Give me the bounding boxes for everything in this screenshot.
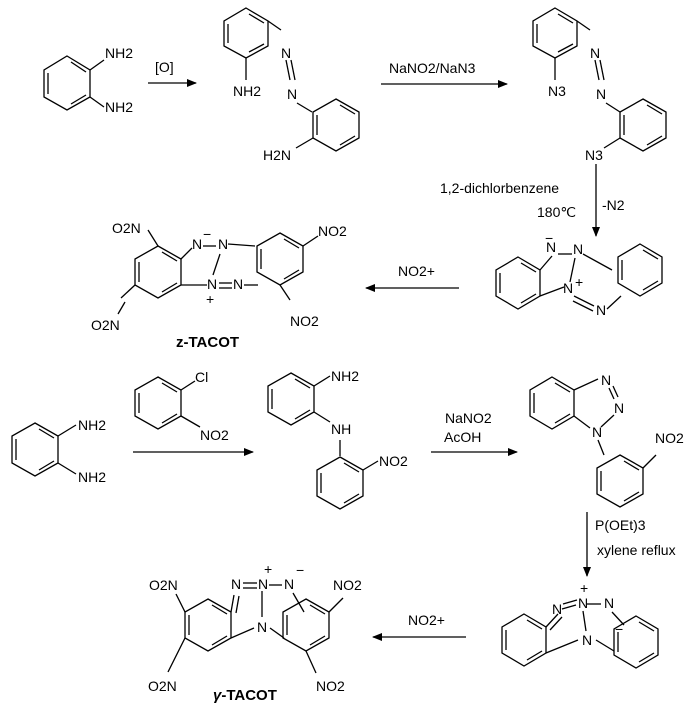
chloro-label: Cl (195, 369, 208, 385)
o-phenylenediamine-bottom: NH2 NH2 (11, 417, 106, 485)
azo-n-label: N (596, 86, 606, 102)
gamma-tacot-name: γ-TACOT (213, 687, 277, 704)
phosphite-condition: P(OEt)3 (595, 517, 646, 533)
ring-n-label: N (284, 576, 294, 592)
diazotization-arrow: NaNO2 AcOH (431, 410, 518, 456)
solvent-condition: 1,2-dichlorbenzene (440, 180, 559, 196)
nitro-label: O2N (112, 220, 141, 236)
nitro-label: O2N (148, 678, 177, 694)
azidation-arrow: NaNO2/NaN3 (381, 60, 508, 88)
ring-n-label: N (563, 280, 573, 296)
nitration-condition: NO2+ (398, 263, 435, 279)
ring-n-label: N (578, 595, 588, 611)
nitro-label: NO2 (655, 430, 684, 446)
negative-charge: − (545, 230, 553, 246)
nitration-arrow-top: NO2+ (365, 263, 459, 292)
nitration-arrow-bottom: NO2+ (372, 612, 466, 641)
diazotization-acid: AcOH (444, 429, 481, 445)
ring-n-label: N (582, 632, 592, 648)
gamma-symbol: γ (213, 687, 223, 704)
tacot-parent-z: N − N + N N (495, 230, 663, 318)
triazole-n-label: N (601, 372, 611, 388)
nitro-label: NO2 (318, 223, 347, 239)
amine-label: NH2 (105, 45, 133, 61)
z-tacot-name: z-TACOT (176, 334, 239, 351)
positive-charge: + (264, 561, 272, 577)
ring-n-label: N (233, 276, 243, 292)
ring-n-label: N (604, 595, 614, 611)
nitrogen-loss-condition: -N2 (602, 197, 625, 213)
amine-label: NH2 (78, 469, 106, 485)
nitro-label: NO2 (316, 678, 345, 694)
z-tacot: O2N O2N N − N N + N NO2 NO2 z-TACOT (91, 220, 347, 351)
ring-n-label: N (546, 239, 556, 255)
nitro-label: NO2 (379, 453, 408, 469)
ring-n-label: N (218, 236, 228, 252)
positive-charge: + (206, 291, 214, 307)
azide-label: N3 (585, 147, 603, 163)
gamma-tacot-suffix: -TACOT (221, 687, 277, 704)
cyclization-arrow: P(OEt)3 xylene reflux (583, 512, 676, 577)
azidation-condition: NaNO2/NaN3 (389, 60, 476, 76)
ring-n-label: N (231, 576, 241, 592)
chloronitrobenzene: Cl NO2 (134, 369, 229, 443)
azo-n-label: N (590, 45, 600, 61)
diazotization-reagent: NaNO2 (445, 410, 492, 426)
negative-charge: − (615, 621, 623, 637)
negative-charge: − (296, 562, 304, 578)
azide-label: N3 (548, 83, 566, 99)
nitration-condition: NO2+ (408, 612, 445, 628)
ring-n-label: N (192, 236, 202, 252)
ring-n-label: N (552, 601, 562, 617)
reflux-condition: xylene reflux (597, 542, 676, 558)
triazole-n-label: N (614, 400, 624, 416)
amine-label: NH2 (331, 368, 359, 384)
amine-label: H2N (263, 147, 291, 163)
azo-n-label: N (281, 45, 291, 61)
triazole-n-label: N (592, 424, 602, 440)
temperature-condition: 180℃ (537, 204, 576, 220)
azo-n-label: N (287, 86, 297, 102)
diazidoazobenzene: N N N3 N3 (532, 7, 667, 163)
ring-n-label: N (207, 276, 217, 292)
thermolysis-arrow: 1,2-dichlorbenzene 180℃ -N2 (440, 164, 625, 237)
ring-n-label: N (573, 241, 583, 257)
gamma-tacot: O2N O2N N N + N − N NO2 NO2 γ-TACOT (148, 561, 362, 704)
nitrodiphenylamine: NH2 NH NO2 (267, 368, 408, 510)
positive-charge: + (575, 274, 583, 290)
nitrophenylbenzotriazole: N N N NO2 (529, 372, 684, 508)
nitro-label: O2N (149, 577, 178, 593)
ring-n-label: N (258, 576, 268, 592)
oxidation-condition: [O] (155, 59, 174, 75)
o-phenylenediamine-top: NH2 NH2 (43, 45, 133, 115)
diaminoazobenzene: N N NH2 H2N (223, 7, 360, 163)
ring-n-label: N (257, 619, 267, 635)
nitro-label: O2N (91, 317, 120, 333)
positive-charge: + (580, 580, 588, 596)
ring-n-label: N (596, 302, 606, 318)
amine-label: NH2 (78, 417, 106, 433)
amine-label: NH2 (233, 83, 261, 99)
nitro-label: NO2 (290, 313, 319, 329)
amine-label: NH2 (105, 99, 133, 115)
oxidation-arrow: [O] (148, 59, 197, 87)
nitro-label: NO2 (333, 577, 362, 593)
negative-charge: − (203, 226, 211, 242)
amine-nh-label: NH (331, 421, 351, 437)
nitro-label: NO2 (200, 427, 229, 443)
tacot-parent-gamma: N N + N − N (501, 580, 659, 669)
